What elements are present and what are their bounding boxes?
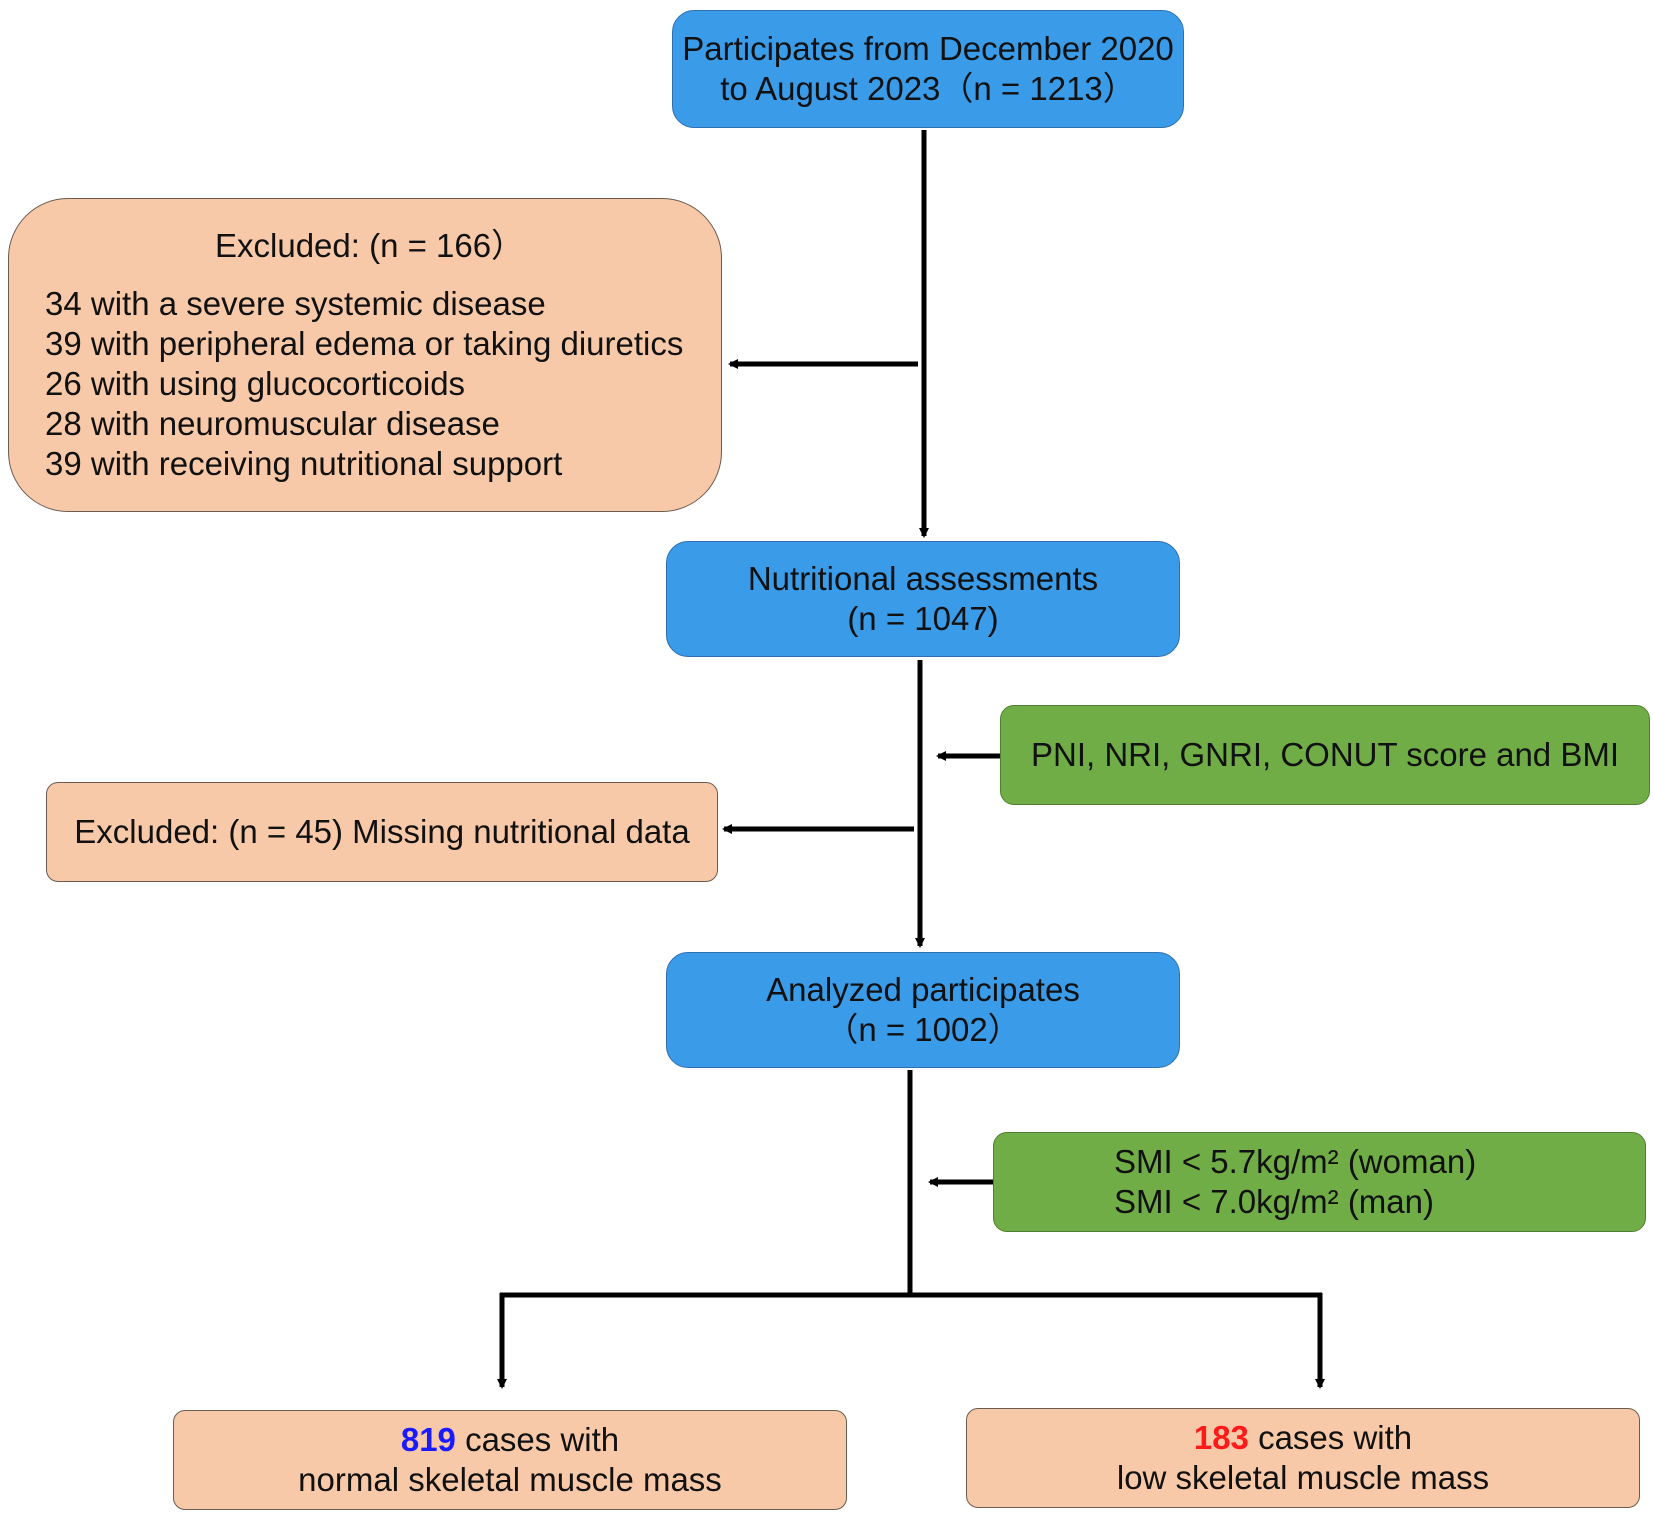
normal-group-line-2: normal skeletal muscle mass bbox=[298, 1461, 722, 1498]
participants-box: Participates from December 2020 to Augus… bbox=[672, 10, 1184, 128]
excluded-box-2: Excluded: (n = 45) Missing nutritional d… bbox=[46, 782, 718, 882]
participants-line-2: to August 2023（n = 1213） bbox=[720, 70, 1136, 107]
low-muscle-mass-box: 183 cases with low skeletal muscle mass bbox=[966, 1408, 1640, 1508]
smi-criteria-box: SMI < 5.7kg/m² (woman) SMI < 7.0kg/m² (m… bbox=[993, 1132, 1646, 1232]
nutrition-indices-box: PNI, NRI, GNRI, CONUT score and BMI bbox=[1000, 705, 1650, 805]
low-group-line-2: low skeletal muscle mass bbox=[1116, 1459, 1490, 1496]
excluded-box-1: Excluded: (n = 166） 34 with a severe sys… bbox=[8, 198, 722, 512]
nutritional-line-1: Nutritional assessments bbox=[747, 560, 1099, 597]
low-group-line-1: 183 cases with bbox=[1194, 1418, 1412, 1458]
normal-group-line-1: 819 cases with bbox=[401, 1420, 619, 1460]
excluded-1-title: Excluded: (n = 166） bbox=[215, 227, 525, 264]
nutritional-line-2: (n = 1047) bbox=[847, 600, 999, 637]
analyzed-participants-box: Analyzed participates （n = 1002） bbox=[666, 952, 1180, 1068]
excluded-2-text: Excluded: (n = 45) Missing nutritional d… bbox=[74, 813, 690, 850]
normal-group-count: 819 bbox=[400, 1421, 456, 1458]
excluded-1-item: 39 with receiving nutritional support bbox=[45, 445, 563, 482]
normal-muscle-mass-box: 819 cases with normal skeletal muscle ma… bbox=[173, 1410, 847, 1510]
excluded-1-item: 28 with neuromuscular disease bbox=[45, 405, 500, 442]
low-group-suffix: cases with bbox=[1248, 1419, 1413, 1456]
excluded-1-item: 39 with peripheral edema or taking diure… bbox=[45, 325, 684, 362]
nutrition-indices-text: PNI, NRI, GNRI, CONUT score and BMI bbox=[1030, 736, 1619, 773]
smi-criteria-woman: SMI < 5.7kg/m² (woman) bbox=[1114, 1143, 1477, 1180]
excluded-1-item: 26 with using glucocorticoids bbox=[45, 365, 466, 402]
participants-line-1: Participates from December 2020 bbox=[682, 30, 1174, 67]
analyzed-line-2: （n = 1002） bbox=[825, 1011, 1021, 1048]
nutritional-assessments-box: Nutritional assessments (n = 1047) bbox=[666, 541, 1180, 657]
excluded-1-item: 34 with a severe systemic disease bbox=[45, 285, 546, 322]
smi-criteria-man: SMI < 7.0kg/m² (man) bbox=[1114, 1183, 1434, 1220]
normal-group-suffix: cases with bbox=[455, 1421, 620, 1458]
low-group-count: 183 bbox=[1193, 1419, 1249, 1456]
analyzed-line-1: Analyzed participates bbox=[766, 971, 1080, 1008]
